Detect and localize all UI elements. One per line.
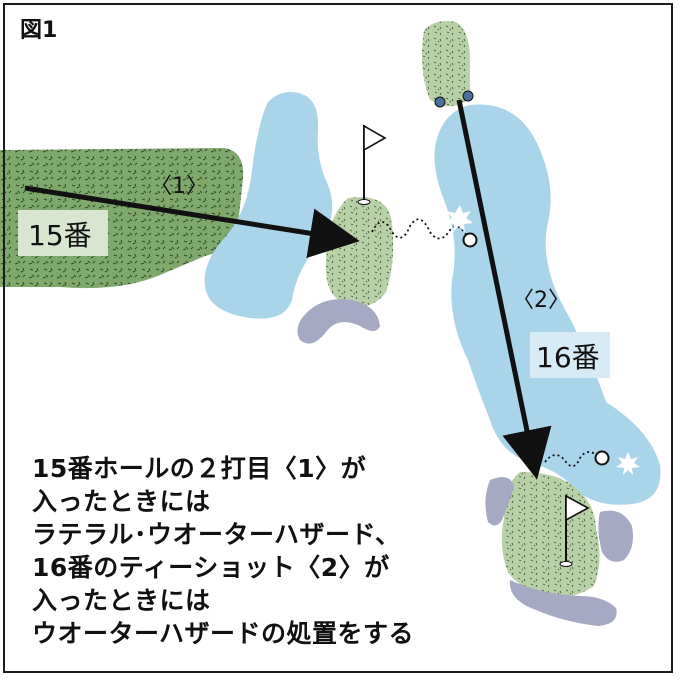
ball-path-15 [371, 218, 469, 240]
label-box-15 [18, 210, 108, 256]
tee-marker-icon [434, 96, 446, 108]
caption-line: 15番ホールの２打目〈1〉が [32, 454, 367, 483]
splash-icon [445, 205, 473, 232]
lateral-water-hazard [204, 92, 333, 319]
flag-icon [559, 494, 590, 567]
hole-16-label: 16番 [536, 341, 600, 374]
shot-arrow-16 [456, 99, 552, 480]
flag-icon [357, 124, 387, 205]
caption-line: ラテラル･ウオーターハザード、 [32, 520, 401, 549]
bunker-16-bottom [509, 580, 617, 626]
ball-path-16 [544, 451, 601, 468]
green-15 [325, 197, 394, 307]
bunker-16-right [598, 510, 633, 562]
label-box-16 [530, 332, 610, 378]
tee-16 [422, 21, 470, 107]
caption: 15番ホールの２打目〈1〉が 入ったときには ラテラル･ウオーターハザード、 1… [32, 452, 414, 650]
caption-line: 入ったときには [32, 586, 211, 615]
ball-icon [594, 450, 610, 466]
shot-marker-2: 〈2〉 [512, 288, 570, 313]
figure-label: 図1 [20, 18, 58, 43]
water-hazard [434, 104, 661, 505]
bunker-16-left [485, 477, 514, 526]
shot-marker-1: 〈1〉 [150, 174, 208, 199]
bunker-15 [297, 299, 380, 344]
ball-icon [462, 232, 478, 248]
hole-15-label: 15番 [28, 219, 92, 252]
caption-line: 入ったときには [32, 487, 211, 516]
caption-line: ウオーターハザードの処置をする [32, 619, 415, 648]
splash-icon [616, 452, 640, 475]
tee-marker-icon [462, 90, 474, 102]
caption-line: 16番のティーショット〈2〉が [32, 553, 390, 582]
shot-arrow-15 [24, 185, 360, 258]
